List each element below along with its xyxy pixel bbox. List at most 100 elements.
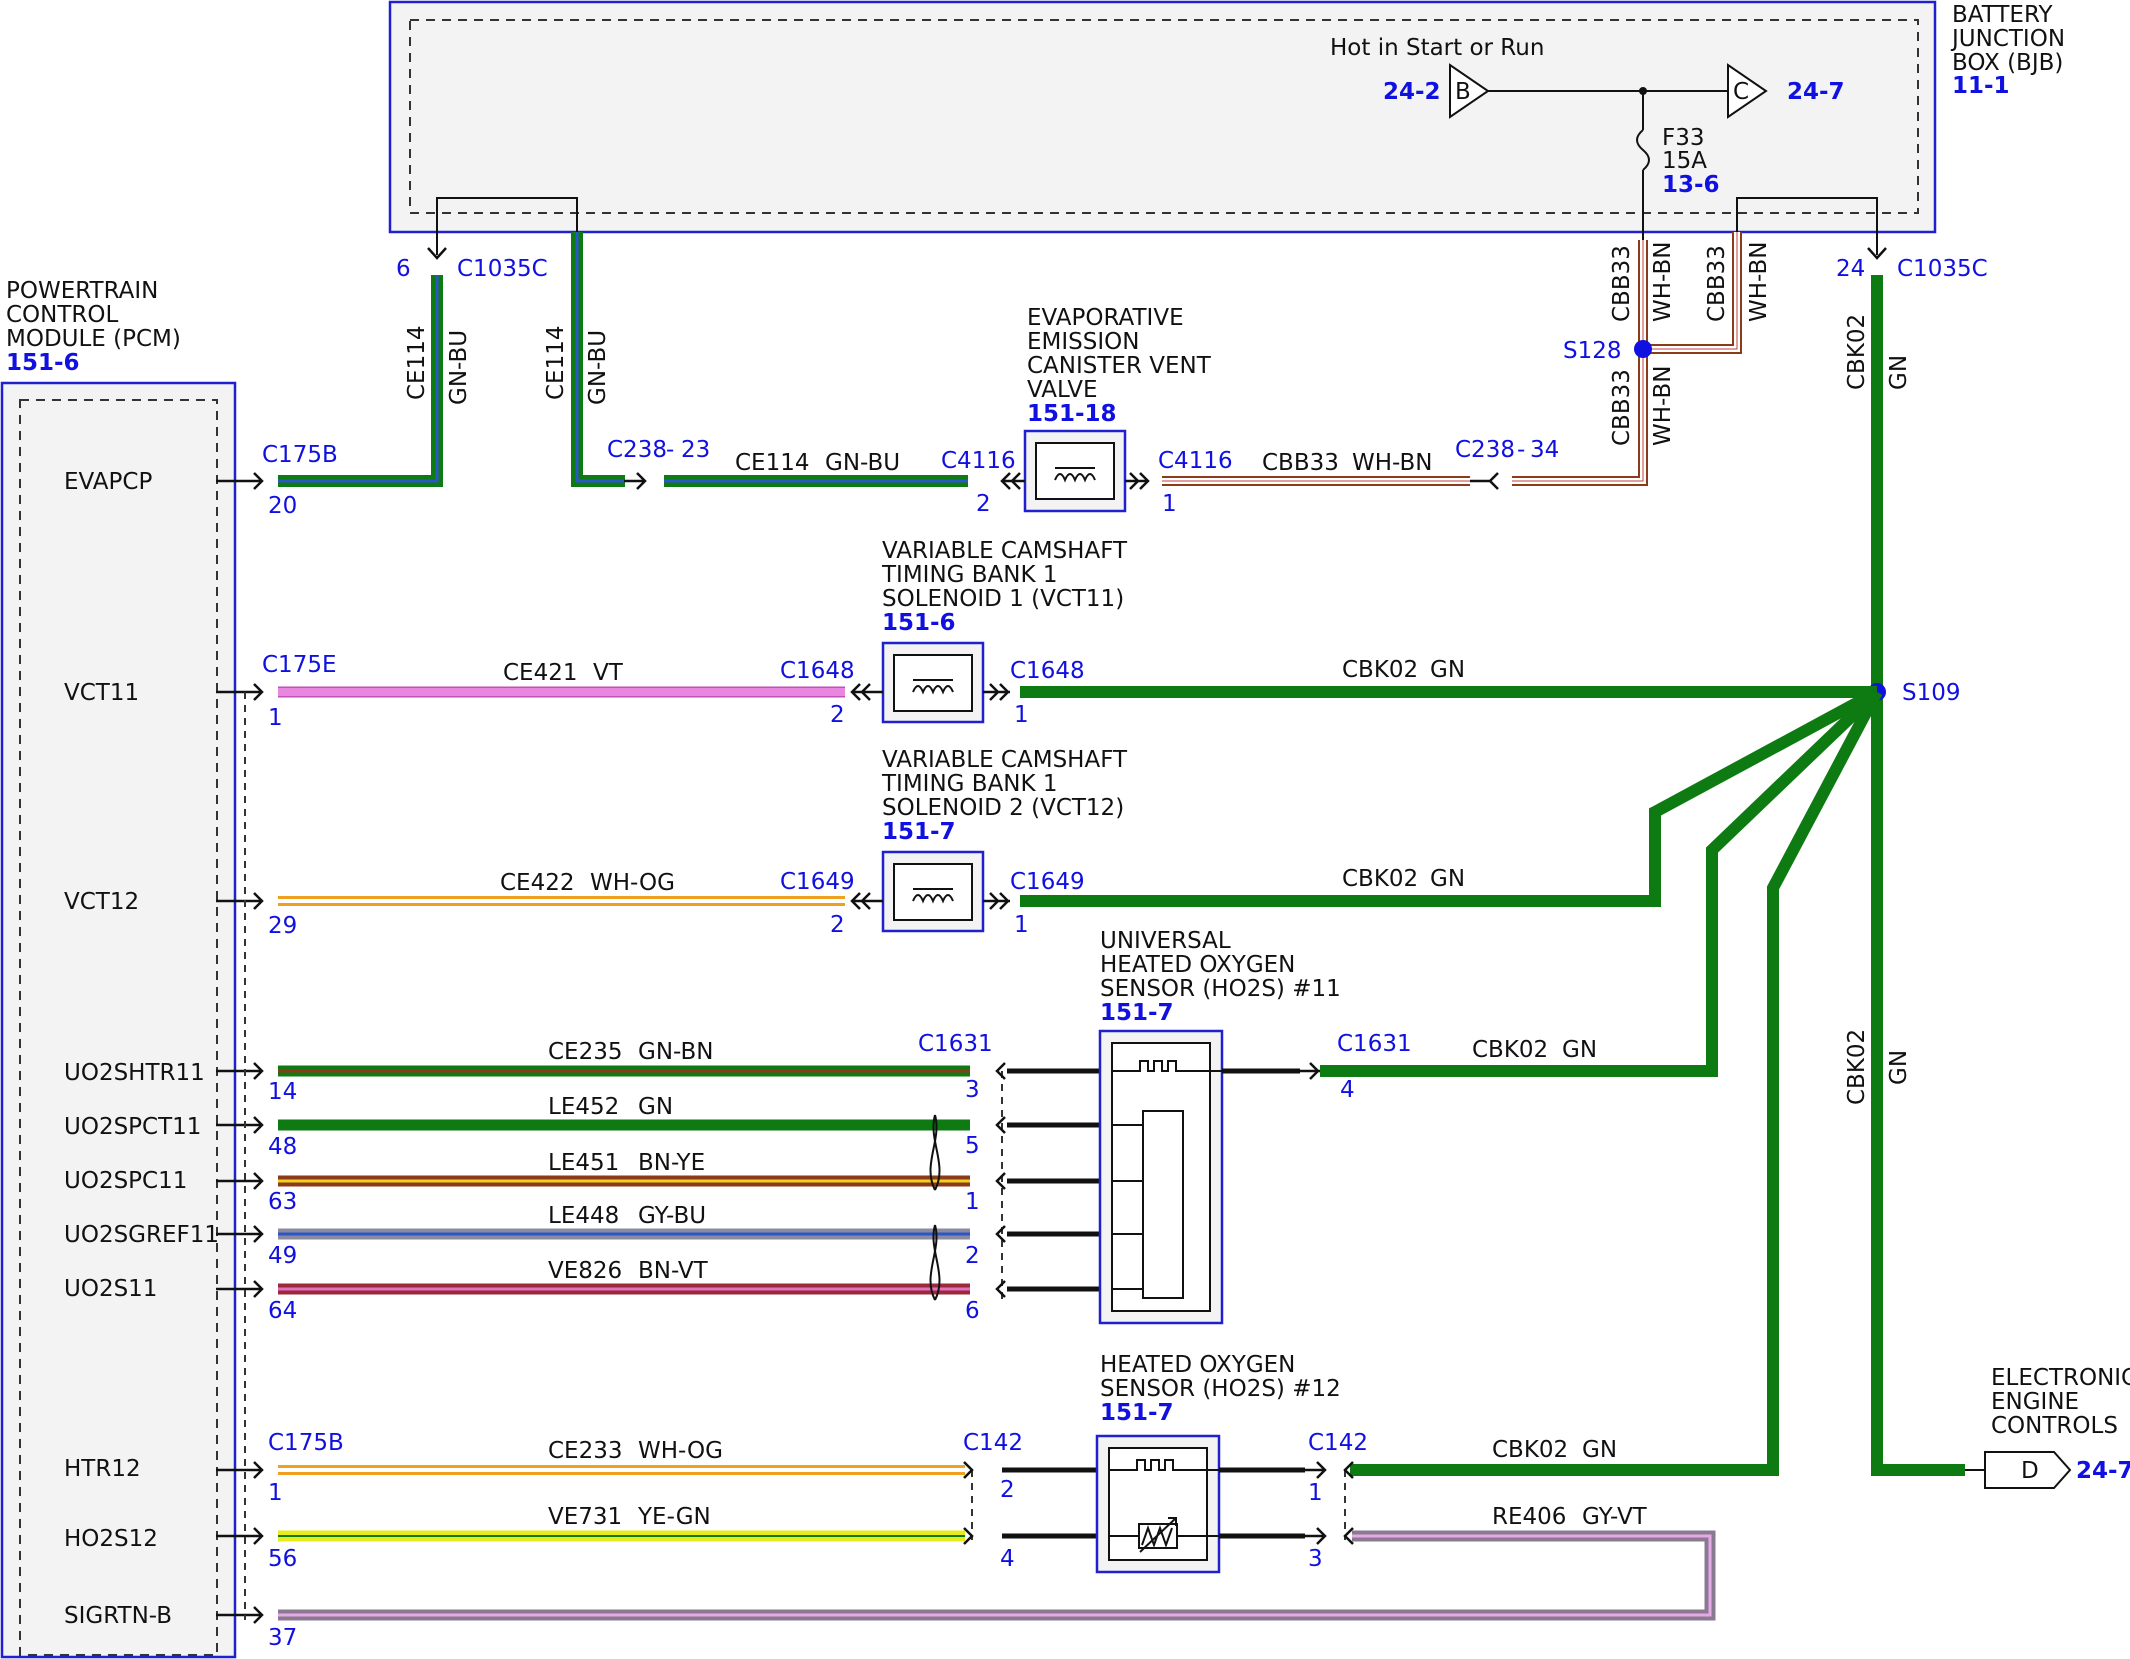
- c1631-pin-5: 5: [965, 1133, 980, 1159]
- cbk02-v-top-color: GN: [1886, 355, 1912, 390]
- eec-connector-d: [1984, 1451, 2072, 1489]
- evap-line-1: EVAPORATIVE: [1027, 305, 1184, 331]
- fuse-ref: 13-6: [1662, 172, 1720, 198]
- cbk02-vct12-circuit: CBK02: [1342, 866, 1418, 892]
- pcm-pinnum-37: 37: [268, 1625, 297, 1651]
- le448-color: GY-BU: [638, 1203, 706, 1229]
- sensing-cell-icon: [1142, 1110, 1184, 1299]
- le452-circuit: LE452: [548, 1094, 619, 1120]
- cbk02-ho2s12-circuit: CBK02: [1492, 1437, 1568, 1463]
- pcm-pinnum-56: 56: [268, 1546, 297, 1572]
- cbb33-h-color: WH-BN: [1352, 450, 1433, 476]
- bjb-inner-dashed: [409, 19, 1919, 214]
- c1648-right-connector-icon: [983, 683, 1010, 701]
- c142-right-arrows-in: [1343, 1461, 1354, 1545]
- c142-right-connector-icon: [1305, 1461, 1327, 1545]
- c1631-left-name: C1631: [918, 1031, 993, 1057]
- c1648-left-pin: 2: [830, 702, 845, 728]
- c4116-right-name: C4116: [1158, 448, 1233, 474]
- cbb33-h-circuit: CBB33: [1262, 450, 1339, 476]
- c1649-right-pin: 1: [1014, 912, 1029, 938]
- vct12-solenoid: [881, 850, 985, 933]
- wire-cbb33-s128-to-bjb-jumper: [1643, 232, 1742, 354]
- c142-left-connector-icon: [963, 1461, 974, 1545]
- bjb-outline: [388, 0, 1937, 234]
- ve731-circuit: VE731: [548, 1504, 622, 1530]
- c1035c-left-name: C1035C: [457, 256, 548, 282]
- eec-line-2: ENGINE: [1991, 1389, 2079, 1415]
- ho2s11-line-2: HEATED OXYGEN: [1100, 952, 1295, 978]
- c238-right-pin: 34: [1530, 437, 1559, 463]
- pcm-outline: [0, 381, 237, 1659]
- pcm-pin-uo2shtr11: UO2SHTR11: [64, 1060, 205, 1086]
- c1648-left-name: C1648: [780, 658, 855, 684]
- hot-in-start-run-label: Hot in Start or Run: [1330, 35, 1544, 61]
- c1631-pin-3: 3: [965, 1077, 980, 1103]
- ce235-color: GN-BN: [638, 1039, 714, 1065]
- input-b-ref: 24-2: [1383, 79, 1441, 105]
- c1649-left-pin: 2: [830, 912, 845, 938]
- cbb33-v2-circuit: CBB33: [1704, 245, 1730, 322]
- input-b-letter: B: [1455, 79, 1471, 105]
- pcm-inner-dashed: [19, 399, 218, 1656]
- c1631-right-name: C1631: [1337, 1031, 1412, 1057]
- c1035c-right-pin: 24: [1836, 256, 1865, 282]
- pcm-pinnum-14: 14: [268, 1079, 297, 1105]
- c142-right-name: C142: [1308, 1430, 1368, 1456]
- vct12-line-1: VARIABLE CAMSHAFT: [882, 747, 1128, 773]
- pcm-module: POWERTRAIN CONTROL MODULE (PCM) 151-6 EV…: [0, 278, 264, 1659]
- re406-circuit: RE406: [1492, 1504, 1566, 1530]
- fuse-rating: 15A: [1662, 148, 1707, 174]
- re406-color: GY-VT: [1582, 1504, 1648, 1530]
- splice-s109-label: S109: [1902, 680, 1961, 706]
- le451-color: BN-YE: [638, 1150, 705, 1176]
- pcm-pin-uo2s11: UO2S11: [64, 1276, 157, 1302]
- le451-circuit: LE451: [548, 1150, 619, 1176]
- evap-line-2: EMISSION: [1027, 329, 1139, 355]
- pcm-pin-ho2s12: HO2S12: [64, 1526, 158, 1552]
- eec-line-1: ELECTRONIC: [1991, 1365, 2130, 1391]
- pcm-title-line-2: CONTROL: [6, 302, 119, 328]
- pcm-pin-vct12: VCT12: [64, 889, 139, 915]
- vct12-ref: 151-7: [882, 819, 956, 845]
- ho2s12-line-1: HEATED OXYGEN: [1100, 1352, 1295, 1378]
- ce422-color: WH-OG: [590, 870, 675, 896]
- pcm-pinnum-49: 49: [268, 1243, 297, 1269]
- twisted-pair-icon-1: [929, 1114, 941, 1191]
- vct11-ref: 151-6: [882, 610, 956, 636]
- splice-s128-label: S128: [1563, 338, 1622, 364]
- cbk02-v-bottom-circuit: CBK02: [1844, 1029, 1870, 1105]
- input-b-arrow: [1449, 63, 1490, 119]
- heater-element-icon: [1127, 1459, 1187, 1471]
- c238-left-name: C238: [607, 437, 667, 463]
- cbk02-ho2s11-color: GN: [1562, 1037, 1597, 1063]
- ce114-b-circuit: CE114: [543, 326, 569, 401]
- pcm-pinnum-29: 29: [268, 913, 297, 939]
- cbb33-v1-color: WH-BN: [1650, 242, 1676, 323]
- ce233-circuit: CE233: [548, 1438, 623, 1464]
- wire-re406: [278, 1530, 1716, 1621]
- c142-right-pin-1: 1: [1308, 1480, 1323, 1506]
- evap-line-4: VALVE: [1027, 377, 1098, 403]
- vct12-line-2: TIMING BANK 1: [881, 771, 1058, 797]
- ce422-circuit: CE422: [500, 870, 575, 896]
- c1631-pin-1: 1: [965, 1189, 980, 1215]
- c238-left-connector-icon: [624, 472, 647, 490]
- cbb33-v3-circuit: CBB33: [1609, 369, 1635, 446]
- c1648-right-name: C1648: [1010, 658, 1085, 684]
- c1649-left-name: C1649: [780, 869, 855, 895]
- cbk02-vct12-color: GN: [1430, 866, 1465, 892]
- pcm-pin-uo2spc11: UO2SPC11: [64, 1168, 187, 1194]
- c1648-right-pin: 1: [1014, 702, 1029, 728]
- ve731-color: YE-GN: [637, 1504, 711, 1530]
- evap-line-3: CANISTER VENT: [1027, 353, 1212, 379]
- wire-cbk02-ho2s11-branch: [1350, 687, 1882, 1077]
- c1648-left-connector-icon: [850, 683, 883, 701]
- wire-cbk02-vct12-branch: [1020, 686, 1880, 907]
- c1631-pin-2: 2: [965, 1243, 980, 1269]
- pcm-pinnum-63: 63: [268, 1189, 297, 1215]
- c238-right-connector-icon: [1470, 472, 1499, 490]
- wire-ce114-to-c238: [571, 232, 625, 487]
- pcm-pin-sigrtn-b: SIGRTN-B: [64, 1603, 172, 1629]
- c1649-right-name: C1649: [1010, 869, 1085, 895]
